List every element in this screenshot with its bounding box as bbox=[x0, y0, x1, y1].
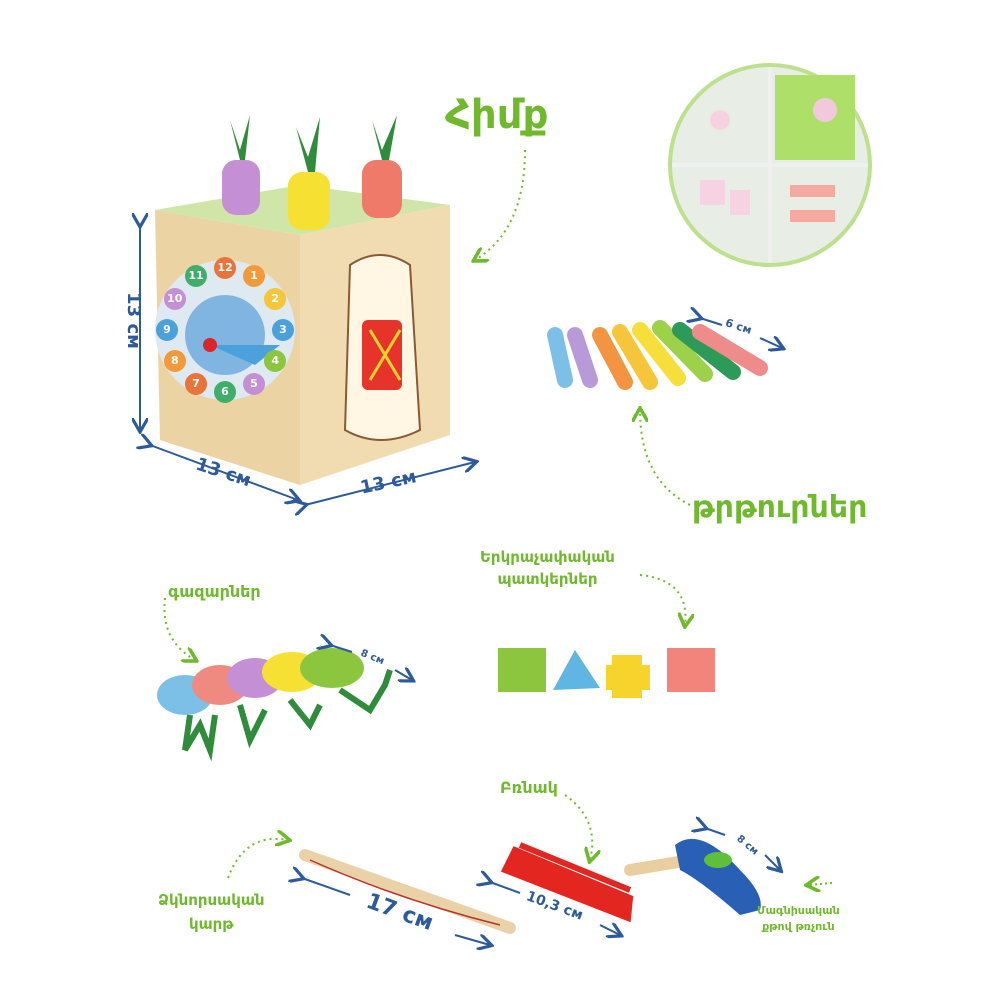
cube-side-detail-inset bbox=[668, 63, 872, 267]
label-line: Երկրաչափական bbox=[480, 548, 615, 566]
label-fishing-rod: Ձկնորսական կարթ bbox=[158, 888, 265, 936]
clock-number: 4 bbox=[264, 350, 287, 372]
clock-number: 7 bbox=[185, 372, 207, 395]
label-base: Հիմք bbox=[445, 92, 549, 138]
label-geometric-shapes: Երկրաչափական պատկերներ bbox=[480, 546, 615, 590]
clock-number: 12 bbox=[214, 257, 236, 279]
label-caterpillars: թրթուրներ bbox=[692, 490, 868, 525]
label-line: քթով թռչուն bbox=[762, 920, 835, 933]
label-line: Ձկնորսական bbox=[158, 891, 265, 909]
clock-number: 3 bbox=[272, 319, 294, 341]
label-line: կարթ bbox=[188, 915, 234, 933]
clock-number: 11 bbox=[185, 265, 207, 288]
label-line: պատկերներ bbox=[497, 570, 598, 588]
label-magnetic-bird: Մագնիսական քթով թռչուն bbox=[757, 903, 840, 935]
clock-number: 8 bbox=[163, 350, 186, 372]
magnetic-woodpecker bbox=[624, 838, 761, 915]
clock-number: 2 bbox=[264, 288, 287, 310]
clock-hand bbox=[210, 345, 280, 365]
clock-number: 9 bbox=[156, 319, 178, 341]
clock-number: 5 bbox=[243, 372, 265, 395]
caterpillars bbox=[547, 320, 768, 390]
label-line: Մագնիսական bbox=[757, 904, 840, 917]
dim-cube-height: 13 см bbox=[122, 292, 144, 349]
fishing-rod bbox=[299, 849, 516, 934]
label-carrots: գազարներ bbox=[168, 582, 261, 601]
carrots bbox=[157, 648, 393, 762]
clock-number: 6 bbox=[214, 381, 236, 403]
clock-number: 1 bbox=[243, 265, 265, 288]
geometric-shapes bbox=[498, 648, 715, 698]
tongs bbox=[500, 842, 634, 923]
clock-number: 10 bbox=[163, 288, 186, 310]
cube-carrots bbox=[222, 115, 402, 230]
label-handle: Բռնակ bbox=[500, 778, 558, 797]
